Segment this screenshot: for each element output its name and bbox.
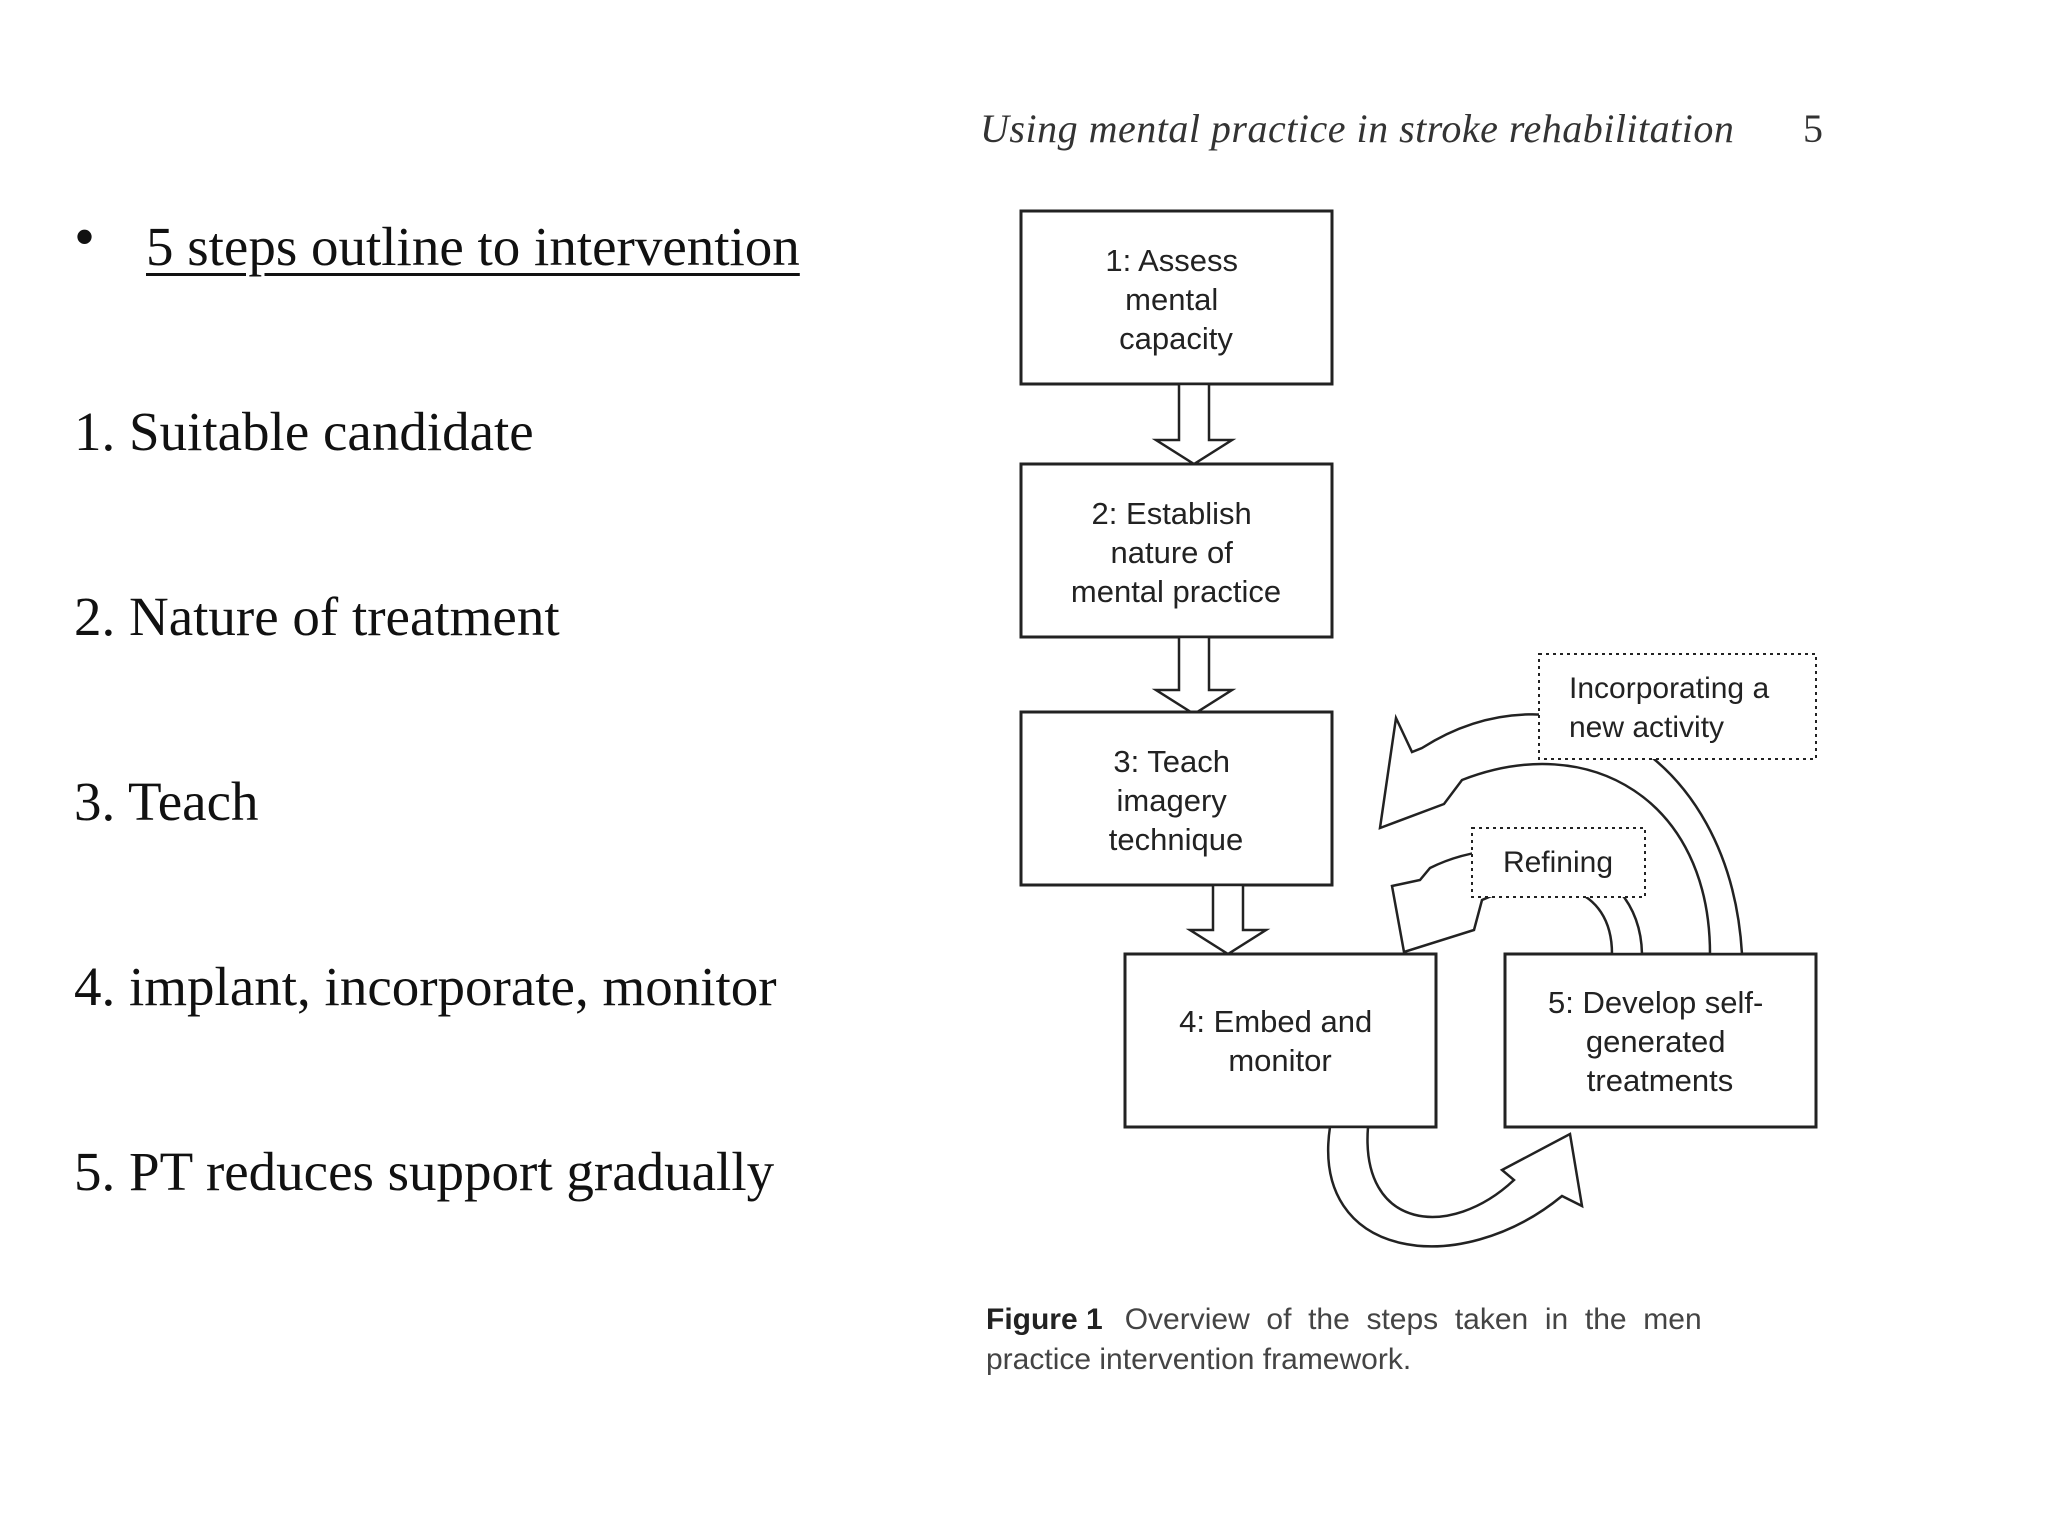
step3-box: [1019, 710, 1334, 887]
note-refining-label: Refining: [1503, 846, 1613, 879]
step-item-5: 5. PT reduces support gradually: [74, 1141, 775, 1202]
note-refining-box: [1471, 827, 1646, 898]
caption-line-1-text: Overview of the steps taken in the men: [1124, 1303, 1702, 1336]
figure-caption: Figure 1 Overview of the steps taken in t…: [986, 1300, 1826, 1380]
slide-text-panel: • 5 steps outline to intervention 1. Sui…: [0, 0, 950, 1536]
figure-running-header: Using mental practice in stroke rehabili…: [980, 106, 1735, 151]
arrow-step4-to-step5: [1327, 1125, 1584, 1248]
bullet-heading-text: 5 steps outline to intervention: [146, 216, 800, 277]
arrow-step2-to-step3: [1151, 635, 1237, 716]
step5-box: [1503, 952, 1818, 1129]
arrow-step3-to-step4: [1185, 883, 1271, 956]
step3-label: 3: Teach imagery technique: [1109, 744, 1243, 857]
caption-line-1: Figure 1 Overview of the steps taken in t…: [986, 1300, 1826, 1340]
step4-box: [1123, 952, 1438, 1129]
step2-box: [1019, 462, 1334, 639]
caption-line-2: practice intervention framework.: [986, 1343, 1412, 1376]
step1-box: [1019, 209, 1334, 386]
step-item-1: 1. Suitable candidate: [74, 401, 534, 462]
framework-diagram: 1: Assess mental capacity 2: Establish n…: [1019, 209, 1818, 1248]
step1-label: 1: Assess mental capacity: [1105, 243, 1246, 356]
step-item-3: 3. Teach: [74, 771, 259, 832]
figure-page-number: 5: [1803, 106, 1823, 151]
step-item-4: 4. implant, incorporate, monitor: [74, 956, 777, 1017]
loop-arrow-incorporating: [1378, 713, 1744, 956]
caption-figure-label: Figure 1: [986, 1303, 1103, 1336]
bullet-dot-icon: •: [74, 204, 96, 270]
step-item-2: 2. Nature of treatment: [74, 586, 560, 647]
arrow-step1-to-step2: [1151, 382, 1237, 466]
note-incorporating-box: [1538, 653, 1817, 760]
step5-label: 5: Develop self- generated treatments: [1548, 985, 1772, 1098]
figure-panel: Using mental practice in stroke rehabili…: [950, 0, 2048, 1536]
step2-label: 2: Establish nature of mental practice: [1071, 496, 1281, 609]
step4-label: 4: Embed and monitor: [1179, 1004, 1381, 1078]
note-incorporating-label: Incorporating a new activity: [1569, 672, 1777, 744]
